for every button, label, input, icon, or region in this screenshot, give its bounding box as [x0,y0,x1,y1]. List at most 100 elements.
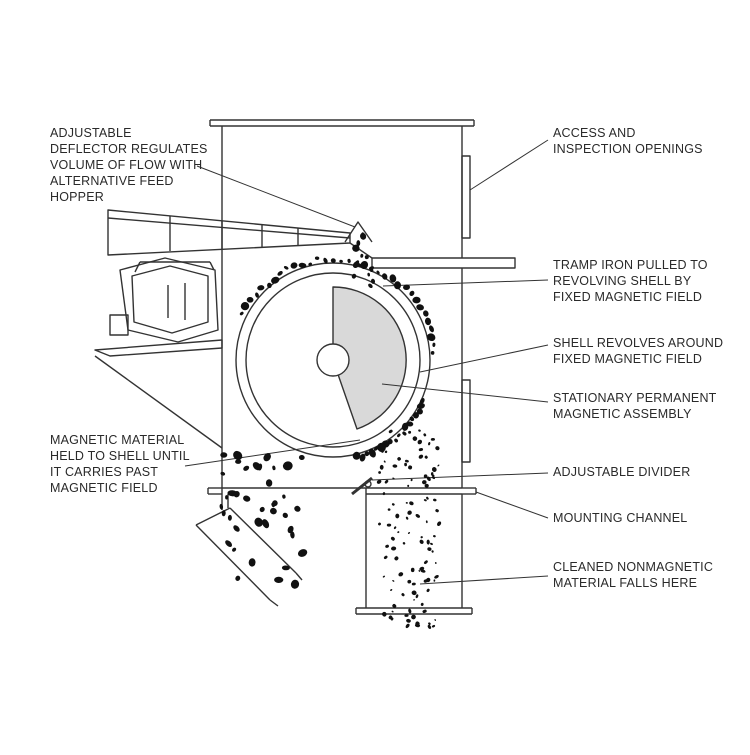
particle [364,255,369,260]
label-line: STATIONARY PERMANENT [553,391,717,405]
particle [437,464,440,467]
particle [423,474,428,479]
particle [347,258,351,263]
label-line: CLEANED NONMAGNETIC [553,560,714,574]
label-stationary-magnet: STATIONARY PERMANENT MAGNETIC ASSEMBLY [553,390,717,422]
particle [404,459,409,463]
particle [419,397,425,404]
particle [431,550,434,553]
particle [360,232,367,240]
particle [225,540,233,547]
particle [416,402,425,410]
particle [401,593,405,597]
particle [397,457,401,461]
particle [403,284,410,291]
label-deflector: ADJUSTABLE DEFLECTOR REGULATES VOLUME OF… [50,125,208,205]
particle [424,455,428,459]
particle [227,490,238,497]
particle [377,442,386,452]
magnetic-discharge-chute [195,488,303,607]
particle [426,588,430,593]
particle [408,608,412,614]
particle [392,477,395,480]
particle [240,301,250,311]
particle [430,542,433,546]
feed-hopper [107,209,373,259]
label-line: DEFLECTOR REGULATES [50,142,208,156]
particle [330,258,336,263]
particle [243,465,250,471]
particle [387,508,391,511]
label-line: MATERIAL FALLS HERE [553,576,698,590]
particle [394,556,399,561]
particle [233,525,240,532]
particle [378,471,382,474]
nonmagnetic-discharge-chute [355,488,473,615]
magnetic-drum [235,262,431,458]
particle [407,484,410,487]
particle [423,433,427,437]
particle [227,514,232,521]
label-line: TRAMP IRON PULLED TO [553,258,708,272]
particle [413,599,416,601]
particle [282,494,286,499]
particle [254,517,263,527]
particle [272,500,278,507]
particle [409,501,414,506]
left-support [94,339,223,449]
particle [220,471,226,476]
label-line: ALTERNATIVE FEED [50,174,174,188]
particle [427,624,432,629]
particle [409,290,415,297]
particle [422,480,427,485]
particle [282,461,293,471]
particle [406,421,414,427]
particle [277,271,283,276]
particle [415,594,419,599]
particle [263,453,271,462]
particle [406,618,411,623]
particle [219,503,224,510]
particle [290,579,300,589]
particle [290,531,295,539]
label-access-openings: ACCESS AND INSPECTION OPENINGS [553,125,703,157]
particle [420,569,426,573]
particle [434,619,437,621]
label-divider: ADJUSTABLE DIVIDER [553,464,690,480]
label-magnetic-material: MAGNETIC MATERIAL HELD TO SHELL UNTIL IT… [50,432,190,496]
particle [272,465,276,471]
particle [314,256,320,260]
particle [298,454,305,461]
particle [246,296,254,303]
particle [360,253,364,258]
particle [408,430,412,434]
particle [381,451,384,453]
particle [428,442,431,446]
particle [239,311,244,316]
particle [424,317,432,326]
particle [356,240,361,247]
particle [398,572,404,577]
particle [294,505,301,512]
particle [405,623,410,629]
particle [404,614,409,617]
particle [257,285,265,291]
particle [388,429,393,434]
particle [394,438,398,443]
particle [382,611,387,617]
particle [298,262,307,269]
particle [405,501,408,504]
particle [388,615,393,620]
particle [397,433,401,438]
feeder-motor [109,257,219,343]
particle [424,483,429,488]
particle [379,464,384,470]
particle [435,509,439,513]
label-line: ADJUSTABLE [50,126,132,140]
particle [390,536,395,541]
particle [407,579,412,584]
particle [267,282,272,289]
stationary-magnet [332,286,407,430]
particle [368,283,373,289]
